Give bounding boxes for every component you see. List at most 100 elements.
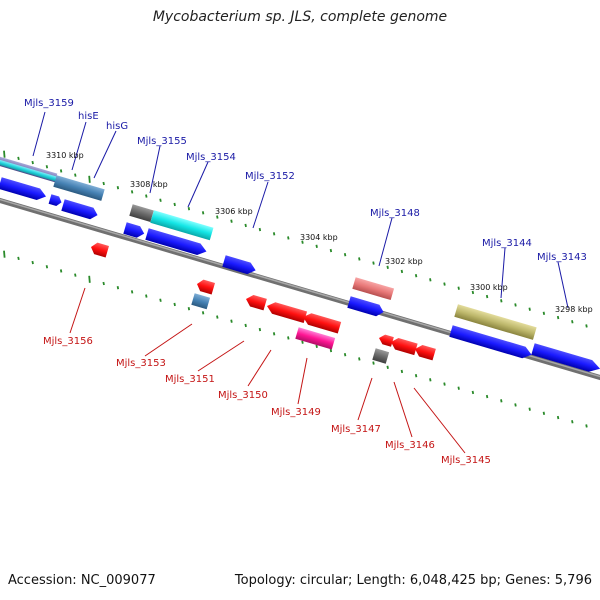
tick-mark bbox=[31, 160, 34, 165]
gene-mjls-3151[interactable] bbox=[244, 293, 267, 311]
tick-mark bbox=[17, 256, 20, 261]
tick-mark bbox=[301, 340, 304, 344]
tick-mark bbox=[485, 294, 489, 299]
gene-mjls-3156[interactable] bbox=[89, 241, 110, 258]
label-mjls-3156[interactable]: Mjls_3156 bbox=[43, 336, 93, 347]
tick-mark bbox=[102, 181, 105, 186]
tick-mark bbox=[116, 286, 120, 290]
label-mjls-3149[interactable]: Mjls_3149 bbox=[271, 407, 321, 418]
kbp-label: 3308 kbp bbox=[130, 180, 168, 189]
label-hise[interactable]: hisE bbox=[78, 111, 99, 122]
kbp-label: 3310 kbp bbox=[46, 151, 84, 160]
tick-mark bbox=[571, 320, 574, 324]
tick-mark bbox=[287, 236, 290, 240]
tick-mark bbox=[471, 290, 475, 295]
label-mjls-3145[interactable]: Mjls_3145 bbox=[441, 455, 491, 466]
gene-mjls-3159-cyan[interactable] bbox=[0, 154, 57, 182]
tick-mark bbox=[88, 175, 91, 183]
gene-mjls-3144[interactable] bbox=[454, 304, 537, 340]
tick-mark bbox=[429, 278, 432, 282]
tick-mark bbox=[88, 275, 91, 283]
gene-small-blue-2[interactable] bbox=[61, 199, 99, 221]
gene-red-3[interactable] bbox=[301, 311, 342, 334]
gene-mjls-3154[interactable] bbox=[150, 210, 214, 241]
gene-mjls-3145[interactable] bbox=[413, 343, 436, 361]
tick-mark bbox=[230, 319, 233, 323]
label-mjls-3144[interactable]: Mjls_3144 bbox=[482, 238, 532, 249]
map-title: Mycobacterium sp. JLS, complete genome bbox=[152, 9, 448, 25]
tick-mark bbox=[130, 290, 134, 294]
tick-mark bbox=[173, 302, 176, 307]
tick-mark bbox=[3, 150, 6, 158]
gene-red-4[interactable] bbox=[378, 333, 394, 347]
label-mjls-3146[interactable]: Mjls_3146 bbox=[385, 440, 435, 451]
tick-mark bbox=[45, 265, 49, 269]
label-mjls-3152[interactable]: Mjls_3152 bbox=[245, 171, 295, 182]
tick-mark bbox=[500, 399, 503, 403]
gene-blue-3[interactable] bbox=[123, 222, 146, 239]
label-mjls-3150[interactable]: Mjls_3150 bbox=[218, 390, 268, 401]
gene-mjls-3152[interactable] bbox=[222, 255, 257, 276]
label-hisg[interactable]: hisG bbox=[106, 121, 128, 132]
label-mjls-3147[interactable]: Mjls_3147 bbox=[331, 424, 381, 435]
gene-blue-6[interactable] bbox=[449, 325, 533, 360]
gene-mjls-3149[interactable] bbox=[295, 327, 336, 350]
tick-marks bbox=[3, 150, 588, 428]
tick-mark bbox=[272, 232, 276, 236]
kbp-label: 3298 kbp bbox=[555, 305, 593, 314]
tick-mark bbox=[17, 156, 20, 161]
tick-mark bbox=[500, 299, 503, 303]
tick-mark bbox=[358, 257, 361, 261]
gene-mjls-3146[interactable] bbox=[389, 336, 418, 356]
label-mjls-3155[interactable]: Mjls_3155 bbox=[137, 136, 187, 147]
tick-mark bbox=[45, 165, 49, 169]
gene-hise[interactable] bbox=[53, 175, 105, 201]
tick-mark bbox=[59, 169, 63, 173]
tick-mark bbox=[585, 324, 588, 328]
label-mjls-3154[interactable]: Mjls_3154 bbox=[186, 152, 236, 163]
label-mjls-3143[interactable]: Mjls_3143 bbox=[537, 252, 587, 263]
tick-mark bbox=[414, 273, 418, 278]
tick-mark bbox=[315, 244, 318, 249]
tick-mark bbox=[272, 332, 276, 336]
kbp-label: 3300 kbp bbox=[470, 283, 508, 292]
tick-mark bbox=[145, 194, 148, 198]
tick-mark bbox=[201, 211, 205, 215]
tick-mark bbox=[59, 269, 63, 273]
gene-small-blue-1[interactable] bbox=[48, 194, 63, 207]
tick-mark bbox=[429, 378, 432, 382]
kbp-label: 3302 kbp bbox=[385, 257, 423, 266]
gene-blue-5[interactable] bbox=[347, 296, 385, 318]
gene-mjls-3155[interactable] bbox=[129, 204, 154, 222]
gene-mjls-3150[interactable] bbox=[265, 300, 308, 324]
label-mjls-3148[interactable]: Mjls_3148 bbox=[370, 208, 420, 219]
gene-blue-4[interactable] bbox=[145, 228, 208, 257]
gene-mjls-3143[interactable] bbox=[531, 343, 600, 374]
label-mjls-3151[interactable]: Mjls_3151 bbox=[165, 374, 215, 385]
tick-mark bbox=[145, 294, 148, 298]
tick-mark bbox=[585, 424, 588, 428]
gene-mjls-3147[interactable] bbox=[372, 348, 390, 364]
tick-mark bbox=[315, 344, 318, 349]
tick-mark bbox=[358, 357, 361, 361]
label-mjls-3153[interactable]: Mjls_3153 bbox=[116, 358, 166, 369]
top-strand-genes bbox=[0, 151, 600, 374]
tick-mark bbox=[443, 382, 446, 386]
topology-text: Topology: circular; Length: 6,048,425 bp… bbox=[234, 573, 592, 588]
tick-mark bbox=[528, 407, 531, 411]
tick-mark bbox=[74, 173, 77, 177]
leader-lines bbox=[32, 111, 569, 454]
tick-mark bbox=[187, 206, 191, 211]
kbp-label: 3304 kbp bbox=[300, 233, 338, 242]
tick-mark bbox=[514, 403, 517, 407]
tick-mark bbox=[514, 303, 517, 307]
gene-mjls-3148[interactable] bbox=[352, 277, 395, 301]
tick-mark bbox=[258, 327, 262, 332]
gene-steel-small[interactable] bbox=[191, 293, 211, 310]
tick-mark bbox=[457, 286, 460, 290]
gene-mjls-3153[interactable] bbox=[195, 278, 216, 295]
gene-hisg[interactable] bbox=[0, 177, 48, 202]
tick-mark bbox=[414, 373, 418, 378]
label-mjls-3159[interactable]: Mjls_3159 bbox=[24, 98, 74, 109]
